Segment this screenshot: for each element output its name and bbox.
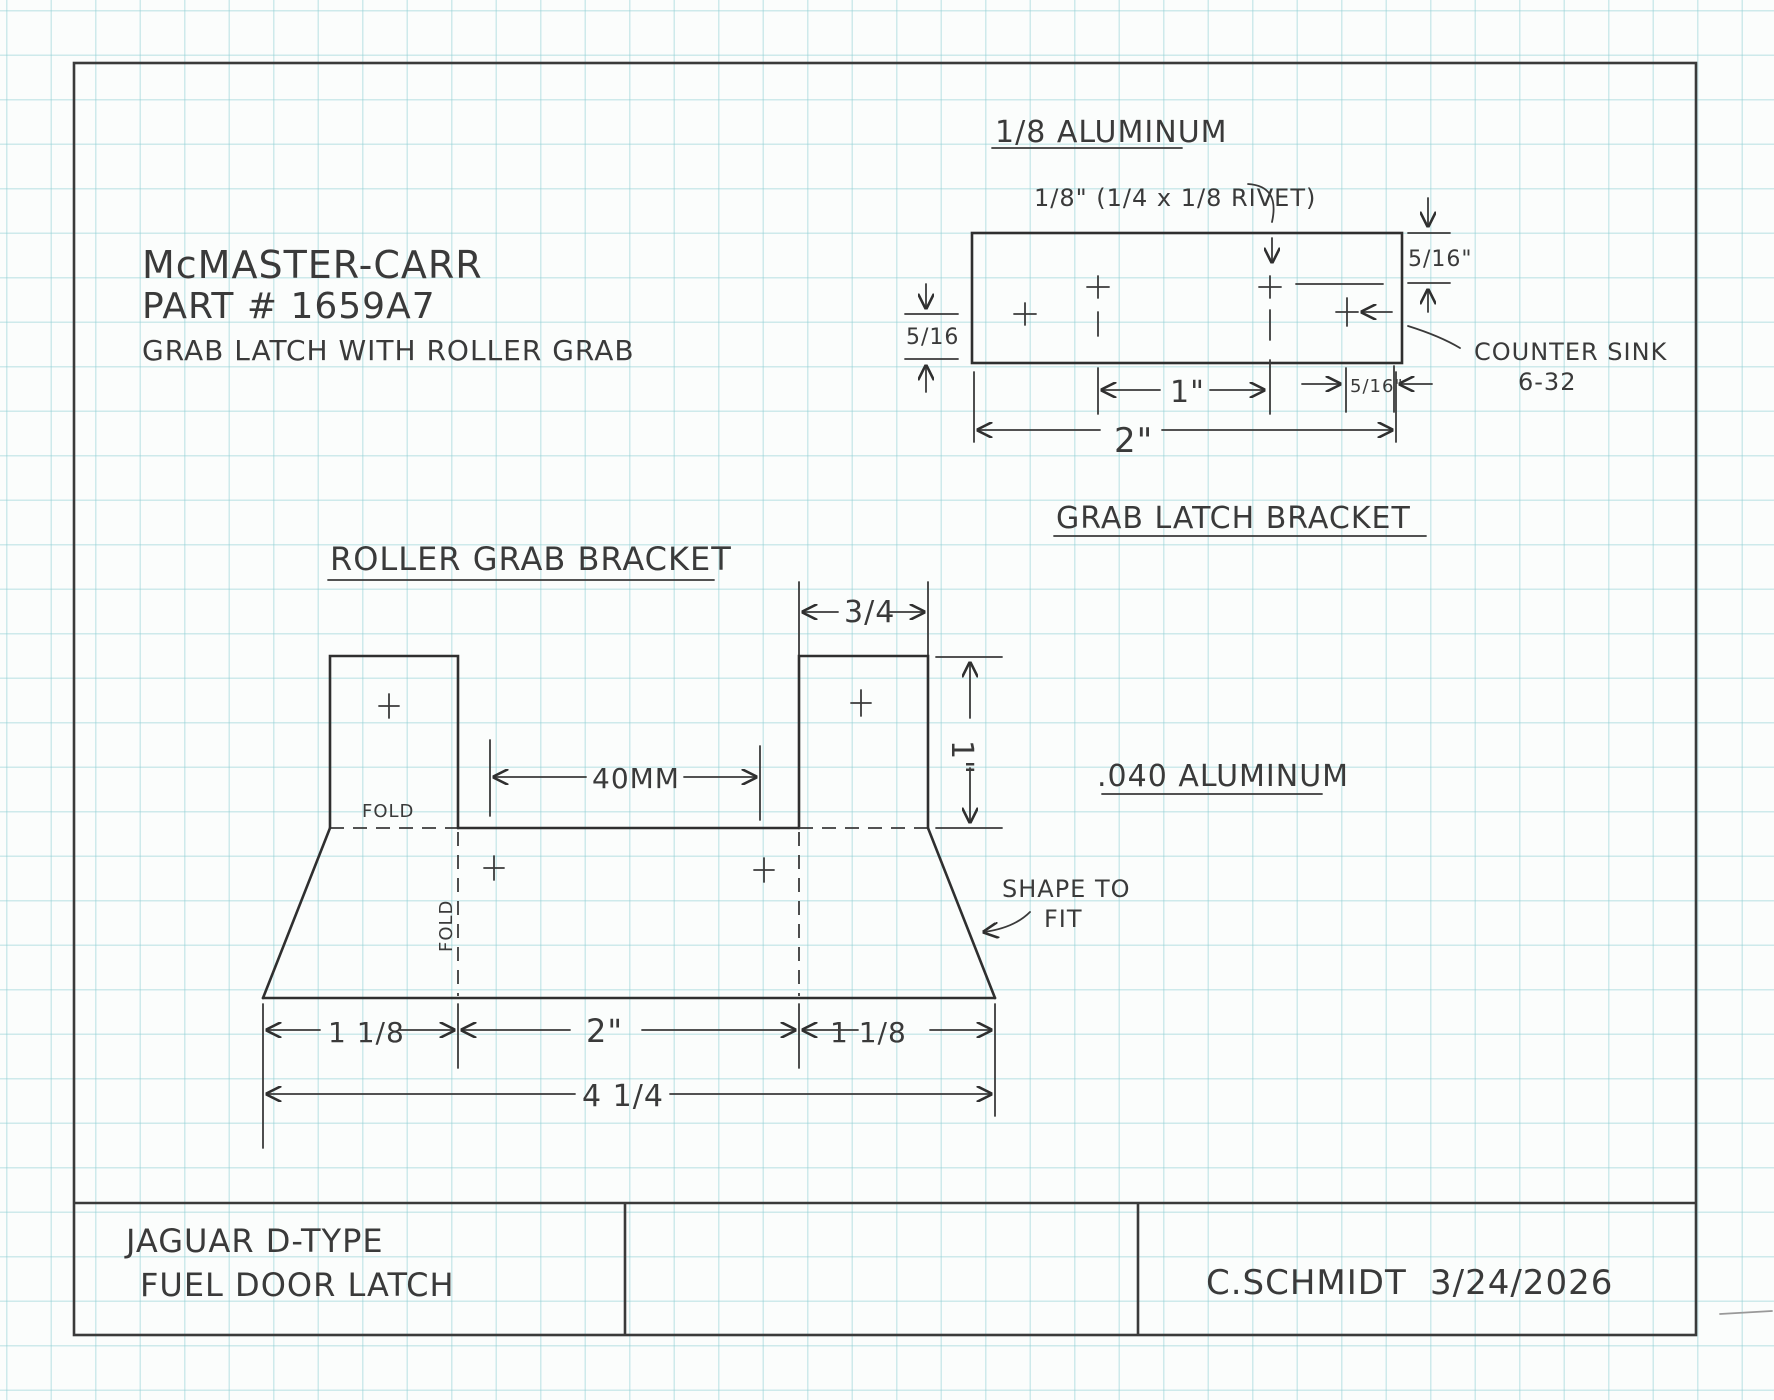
roller-grab-title: ROLLER GRAB BRACKET xyxy=(330,540,732,578)
grab-latch-plate xyxy=(970,231,1404,365)
dim-3-4: 3/4 xyxy=(844,595,895,630)
stray-pencil-mark xyxy=(1719,1310,1773,1315)
drawing-author: C.SCHMIDT xyxy=(1206,1263,1407,1303)
mcmaster-part-number: PART # 1659A7 xyxy=(142,286,436,327)
right-tab-outline xyxy=(797,654,930,830)
dim-40mm: 40MM xyxy=(592,762,680,795)
fold-label-top: FOLD xyxy=(362,801,414,822)
dim-5-16-left: 5/16 xyxy=(906,325,959,350)
dim-5-16-right: 5/16" xyxy=(1408,247,1473,272)
countersink-leader xyxy=(1407,325,1461,349)
grab-latch-material: 1/8 ALUMINUM xyxy=(995,115,1228,150)
dim-2: 2" xyxy=(1114,421,1153,461)
hole-mark xyxy=(1086,275,1110,337)
dim-2in: 2" xyxy=(586,1012,623,1050)
hole-mark xyxy=(1013,302,1037,326)
fold-label-side: FOLD xyxy=(436,900,457,952)
hole-mark xyxy=(483,855,505,881)
left-tab-outline xyxy=(328,654,460,830)
dim-1-1-8-left: 1 1/8 xyxy=(328,1016,405,1049)
shape-to-fit-note: SHAPE TO xyxy=(1002,875,1131,903)
project-part: FUEL DOOR LATCH xyxy=(140,1266,455,1304)
hole-mark xyxy=(850,689,872,717)
hole-mark xyxy=(1335,297,1359,327)
rivet-note: 1/8" (1/4 x 1/8 RIVET) xyxy=(1034,184,1316,212)
countersink-note: COUNTER SINK xyxy=(1474,338,1668,366)
dim-1-1-8-right: 1 1/8 xyxy=(830,1016,907,1049)
shape-to-fit-note-2: FIT xyxy=(1044,905,1083,933)
countersink-size: 6-32 xyxy=(1518,368,1576,396)
mcmaster-description: GRAB LATCH WITH ROLLER GRAB xyxy=(142,334,635,367)
hole-mark xyxy=(753,857,775,883)
rivet-leader xyxy=(1247,183,1275,223)
dim-5-16-bottom: 5/16" xyxy=(1350,376,1404,397)
grab-latch-title: GRAB LATCH BRACKET xyxy=(1056,501,1411,536)
hole-mark xyxy=(378,693,400,719)
grab-latch-bracket: 1/8 ALUMINUM 1/8" (1/4 x 1/8 RIVET) 5/16 xyxy=(904,115,1668,537)
dim-1in: 1" xyxy=(944,740,979,775)
hole-mark xyxy=(1258,275,1282,341)
dim-1: 1" xyxy=(1170,375,1205,410)
shape-to-fit-arrow xyxy=(984,911,1031,932)
dim-4-1-4: 4 1/4 xyxy=(582,1079,664,1114)
project-name: JAGUAR D-TYPE xyxy=(124,1222,384,1260)
roller-grab-bracket: ROLLER GRAB BRACKET 3/4 FOLD FOLD xyxy=(261,540,1349,1149)
mcmaster-name: McMASTER-CARR xyxy=(142,243,483,287)
drawing-border xyxy=(72,61,1698,1337)
base-left-edge xyxy=(261,826,332,1000)
drawing-date: 3/24/2026 xyxy=(1430,1263,1613,1303)
roller-grab-material: .040 ALUMINUM xyxy=(1097,759,1349,794)
base-right-edge xyxy=(926,826,997,1000)
